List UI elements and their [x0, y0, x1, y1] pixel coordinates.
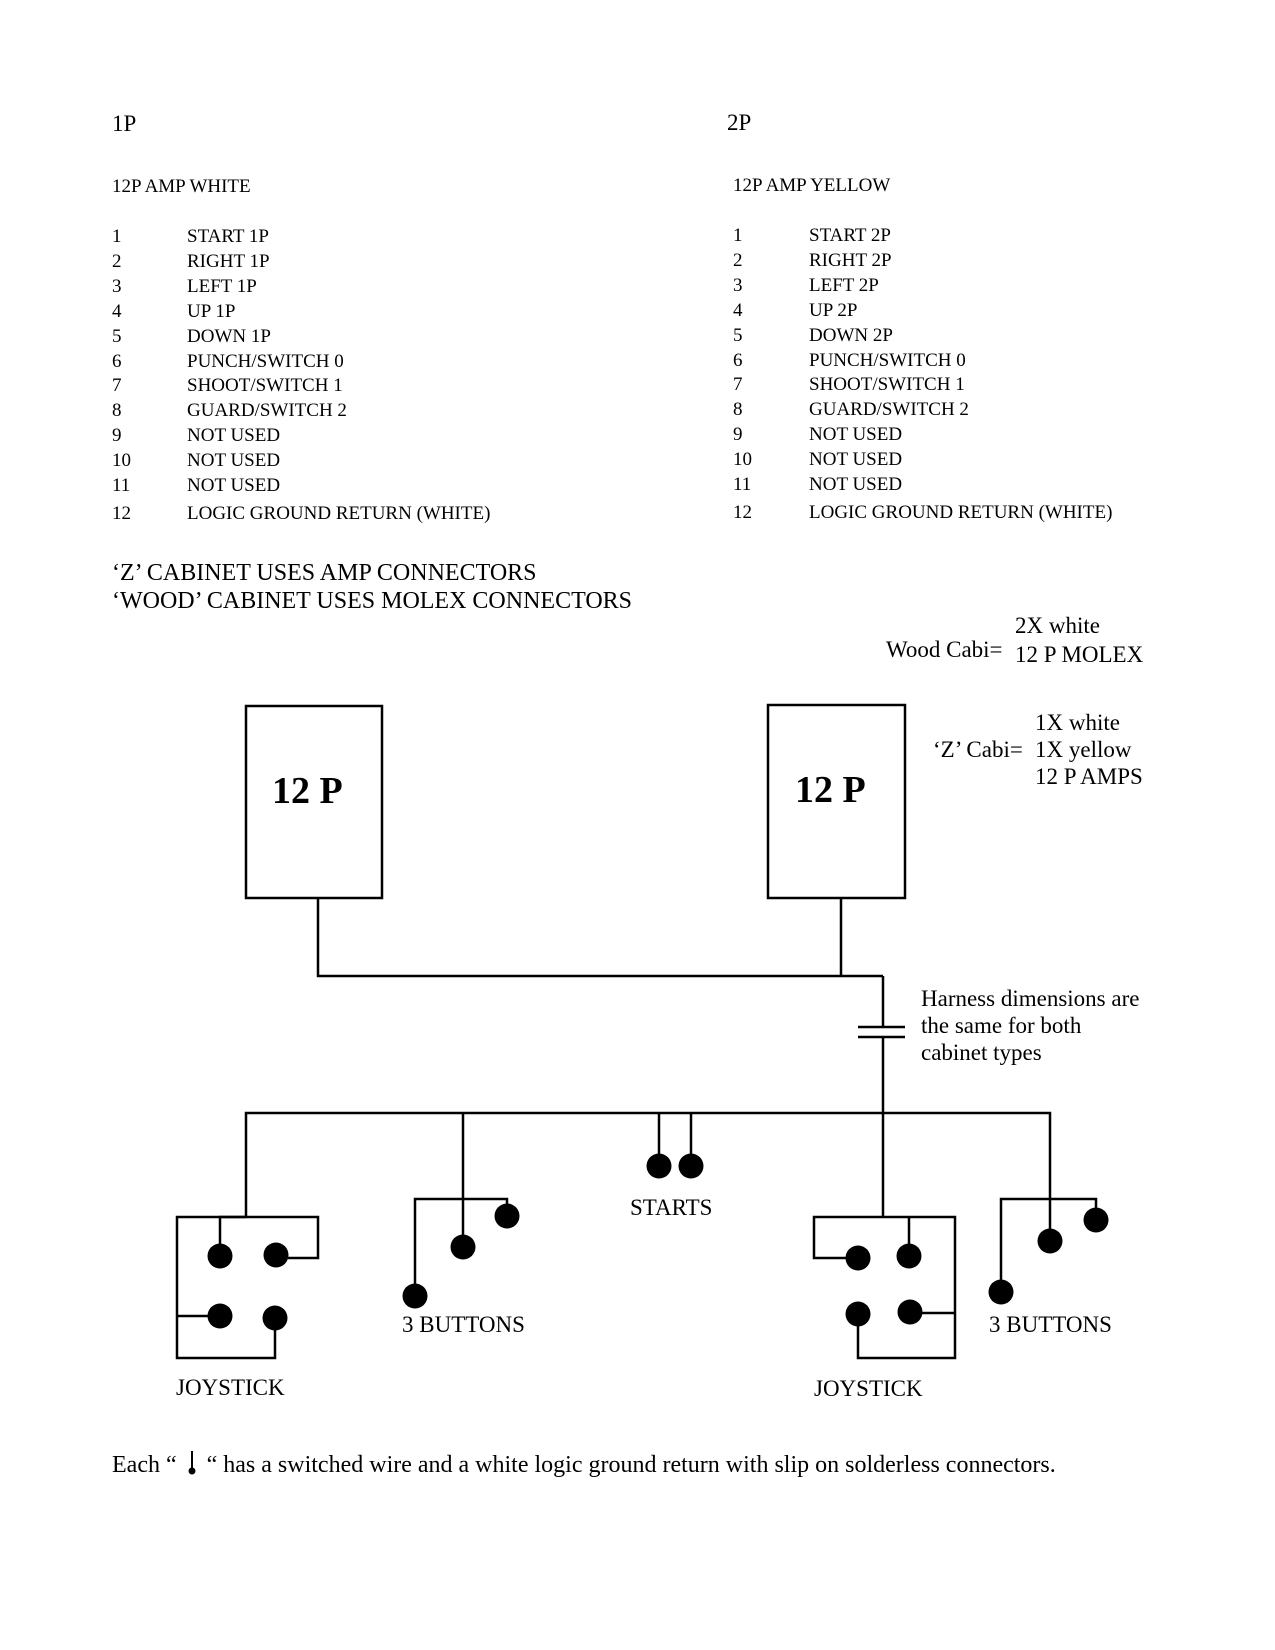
switch-contact-icon [188, 1451, 196, 1475]
pin-function: PUNCH/SWITCH 0 [187, 350, 344, 372]
pin-number: 8 [733, 399, 743, 421]
pin-number: 5 [733, 324, 743, 346]
switch-contact-icon [845, 1245, 871, 1271]
pin-number: 11 [733, 474, 752, 495]
wood-cabinet-note: ‘WOOD’ CABINET USES MOLEX CONNECTORS [112, 588, 633, 614]
pin-number: 11 [112, 475, 131, 496]
z-cabi-line-1: 1X white [1035, 710, 1120, 735]
switch-contact-icon [263, 1242, 289, 1268]
pin-number: 9 [733, 424, 743, 446]
pin-function: LOGIC GROUND RETURN (WHITE) [809, 502, 1113, 523]
connector-2p-type: 12P AMP YELLOW [733, 175, 891, 196]
wire-lower-bus [244, 1111, 1052, 1230]
pin-number: 8 [112, 400, 122, 422]
pin-function: LOGIC GROUND RETURN (WHITE) [187, 503, 491, 524]
pin-number: 6 [112, 350, 122, 372]
z-cabi-line-3: 12 P AMPS [1035, 764, 1143, 789]
harness-note-line-1: Harness dimensions are [921, 986, 1140, 1011]
buttons-2p-label: 3 BUTTONS [989, 1312, 1112, 1337]
player-1p-heading: 1P [112, 111, 137, 136]
pin-number: 4 [733, 299, 743, 321]
wire-left-stem [316, 898, 883, 978]
pin-function: UP 1P [187, 300, 236, 322]
wood-cabi-line-1: 2X white [1015, 613, 1100, 638]
switch-contact-icon [402, 1283, 428, 1309]
pin-function: RIGHT 2P [809, 249, 892, 271]
footer-suffix: “ has a switched wire and a white logic … [206, 1452, 1056, 1478]
pin-number: 2 [733, 249, 743, 271]
pin-function: PUNCH/SWITCH 0 [809, 349, 966, 371]
buttons-1p-label: 3 BUTTONS [402, 1312, 525, 1337]
switch-contact-icon [646, 1153, 672, 1179]
pin-function: NOT USED [809, 424, 903, 446]
pin-number: 5 [112, 325, 122, 347]
joystick-2p-label: JOYSTICK [814, 1376, 923, 1401]
pin-function: GUARD/SWITCH 2 [809, 399, 969, 421]
footer-note: Each “ “ has a switched wire and a white… [112, 1451, 1056, 1477]
harness-note-line-3: cabinet types [921, 1040, 1042, 1065]
pin-number: 7 [733, 374, 743, 396]
switch-contact-icon [678, 1153, 704, 1179]
switch-contact-icon [494, 1203, 520, 1229]
pin-function: SHOOT/SWITCH 1 [187, 375, 343, 397]
switch-contact-icon [845, 1301, 871, 1327]
connector-1p-type: 12P AMP WHITE [112, 176, 251, 197]
pin-function: START 1P [187, 226, 269, 247]
joystick-1p-label: JOYSTICK [176, 1375, 285, 1400]
pin-function: DOWN 1P [187, 325, 271, 347]
pin-function: NOT USED [187, 450, 281, 472]
pin-function: DOWN 2P [809, 324, 893, 346]
pin-number: 12 [112, 503, 131, 524]
wire-buttons-2p-bracket [999, 1197, 1098, 1285]
pin-function: RIGHT 1P [187, 250, 270, 272]
starts-label: STARTS [630, 1195, 713, 1220]
pin-function: NOT USED [809, 474, 903, 495]
switch-contact-icon [207, 1303, 233, 1329]
wood-cabi-line-2: 12 P MOLEX [1015, 642, 1144, 667]
switch-contact-icon [1037, 1228, 1063, 1254]
pin-function: GUARD/SWITCH 2 [187, 400, 347, 422]
pin-function: START 2P [809, 225, 891, 246]
z-cabinet-note: ‘Z’ CABINET USES AMP CONNECTORS [112, 560, 537, 586]
wood-cabi-label: Wood Cabi= [886, 637, 1003, 662]
pin-function: UP 2P [809, 299, 858, 321]
z-cabi-line-2: 1X yellow [1035, 737, 1132, 762]
pin-function: LEFT 2P [809, 274, 879, 296]
footer-prefix: Each “ [112, 1452, 177, 1478]
pin-number: 1 [733, 225, 743, 246]
pin-number: 1 [112, 226, 122, 247]
connector-box-1p [244, 704, 384, 900]
switch-contact-icon [450, 1234, 476, 1260]
pin-number: 2 [112, 250, 122, 272]
switch-contact-icon [262, 1305, 288, 1331]
pin-function: NOT USED [187, 475, 281, 496]
connector-2p-label: 12 P [795, 769, 866, 811]
switch-contact-icon [1083, 1207, 1109, 1233]
pin-number: 12 [733, 502, 752, 523]
z-cabi-label: ‘Z’ Cabi= [933, 737, 1023, 762]
harness-note-line-2: the same for both [921, 1013, 1082, 1038]
connector-box-2p [766, 703, 907, 900]
pin-function: LEFT 1P [187, 275, 257, 297]
pin-function: NOT USED [809, 449, 903, 471]
switch-contact-icon [207, 1243, 233, 1269]
pin-number: 7 [112, 375, 122, 397]
pin-function: SHOOT/SWITCH 1 [809, 374, 965, 396]
pin-number: 9 [112, 425, 122, 447]
switch-contact-icon [896, 1243, 922, 1269]
switch-contact-icon [988, 1279, 1014, 1305]
player-2p-heading: 2P [727, 110, 752, 135]
wire-joystick-1p-frame [175, 1215, 277, 1360]
wire-joystick-2p-frame [812, 1215, 957, 1360]
pin-number: 3 [112, 275, 122, 297]
connector-1p-label: 12 P [272, 770, 343, 812]
pin-number: 10 [733, 449, 752, 471]
pin-number: 6 [733, 349, 743, 371]
wire-joystick-1p-top [218, 1215, 320, 1260]
switch-contact-icon [897, 1299, 923, 1325]
pin-function: NOT USED [187, 425, 281, 447]
pin-number: 10 [112, 450, 131, 472]
pin-number: 3 [733, 274, 743, 296]
pin-number: 4 [112, 300, 122, 322]
